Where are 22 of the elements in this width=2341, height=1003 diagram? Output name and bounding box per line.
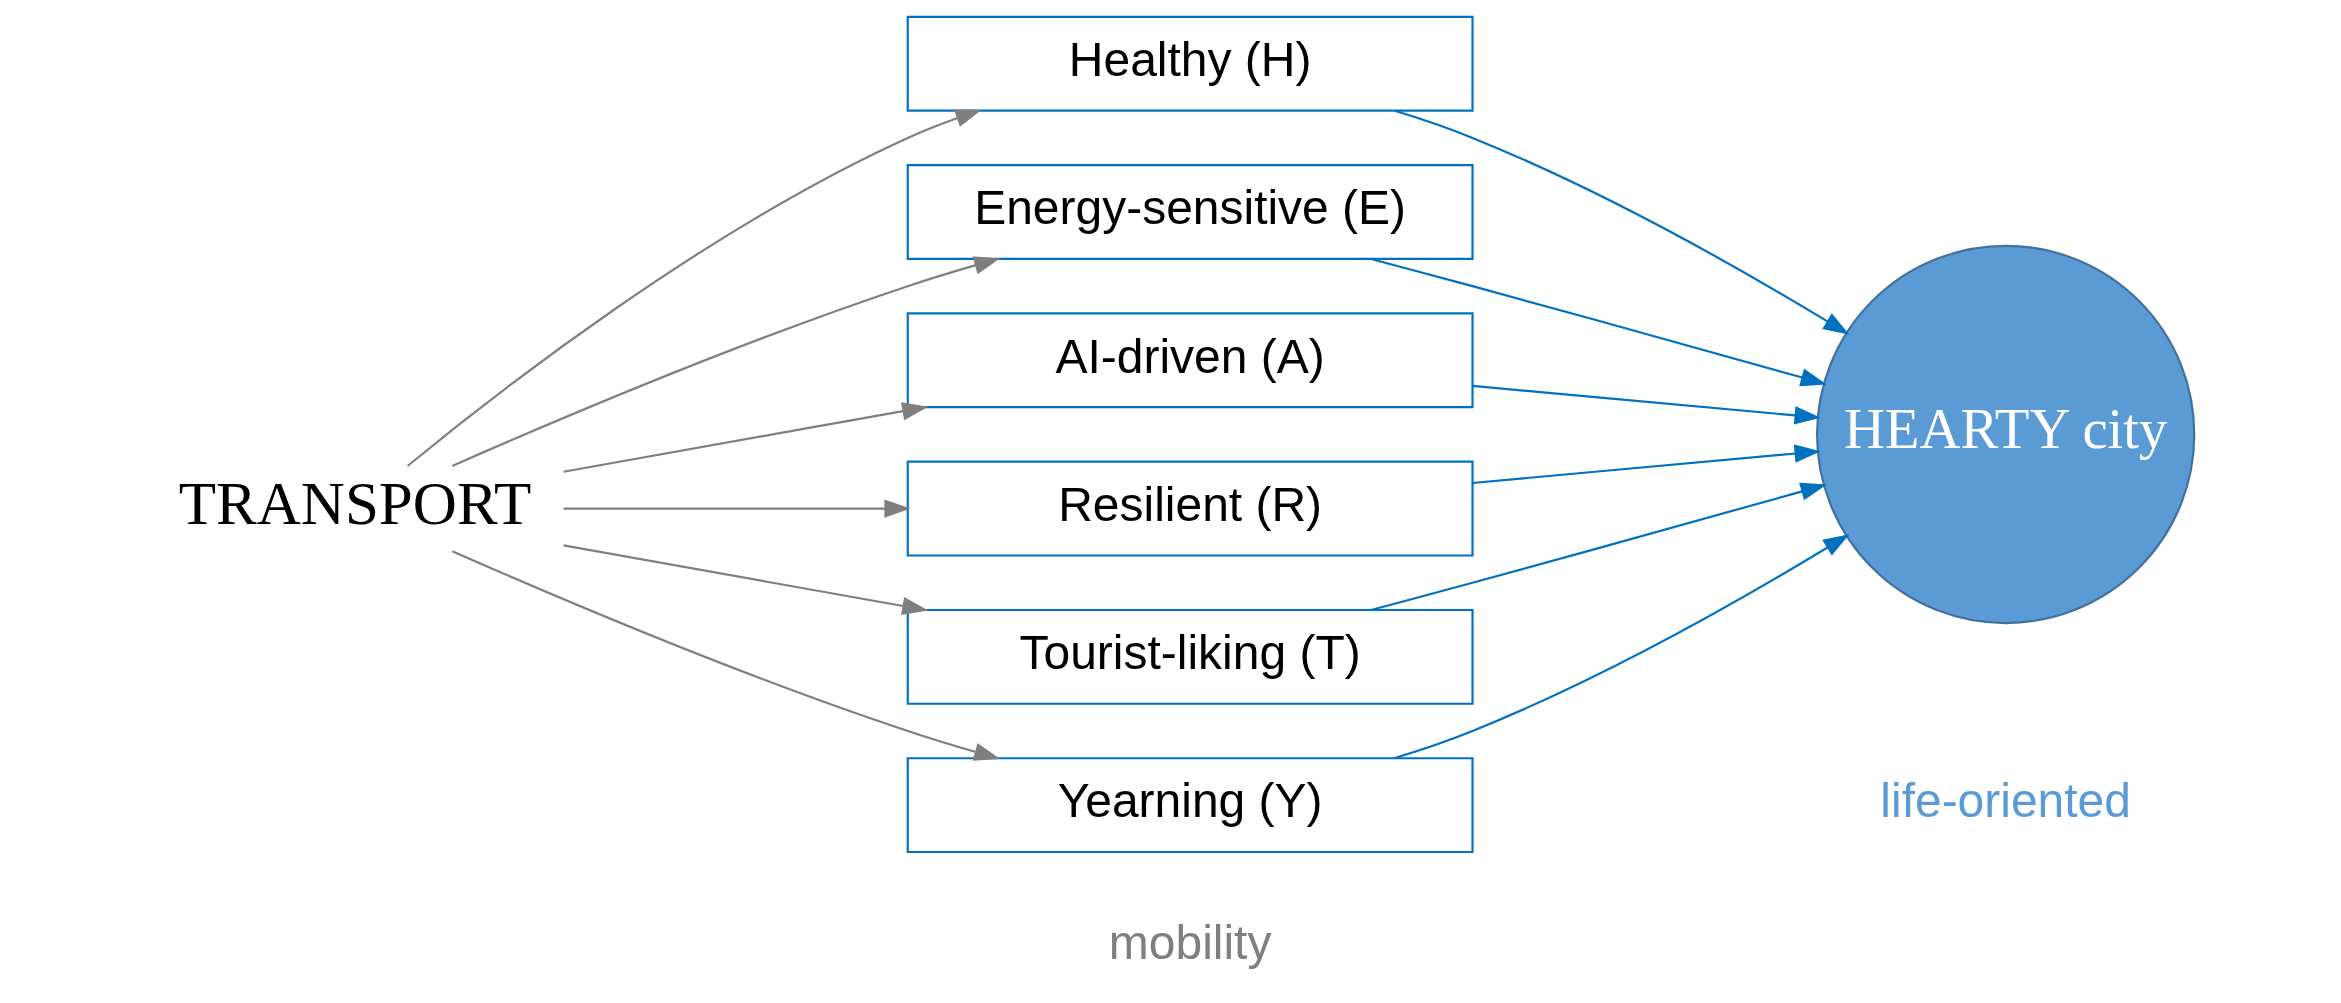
arrow — [1394, 534, 1850, 760]
node-box: Resilient (R) — [906, 460, 1474, 557]
arrow — [1370, 482, 1827, 611]
node-circle: HEARTY city — [1815, 244, 2196, 625]
node-box: Yearning (Y) — [906, 757, 1474, 854]
label: life-oriented — [1880, 774, 2131, 828]
node-box: Tourist-liking (T) — [906, 608, 1474, 705]
arrow — [1472, 444, 1821, 485]
node-box: Energy-sensitive (E) — [906, 164, 1474, 260]
arrow — [1472, 384, 1821, 425]
node-box: Healthy (H) — [906, 15, 1474, 112]
arrow — [451, 256, 1001, 467]
label: mobility — [1108, 916, 1272, 970]
arrow — [563, 544, 929, 615]
node-text: TRANSPORT — [178, 469, 532, 537]
arrow — [1394, 109, 1850, 335]
node-box: AI-driven (A) — [906, 312, 1474, 409]
arrow — [451, 550, 1001, 761]
arrow — [1370, 257, 1827, 387]
arrow — [563, 402, 929, 473]
arrow — [563, 499, 911, 518]
arrow — [406, 109, 982, 467]
